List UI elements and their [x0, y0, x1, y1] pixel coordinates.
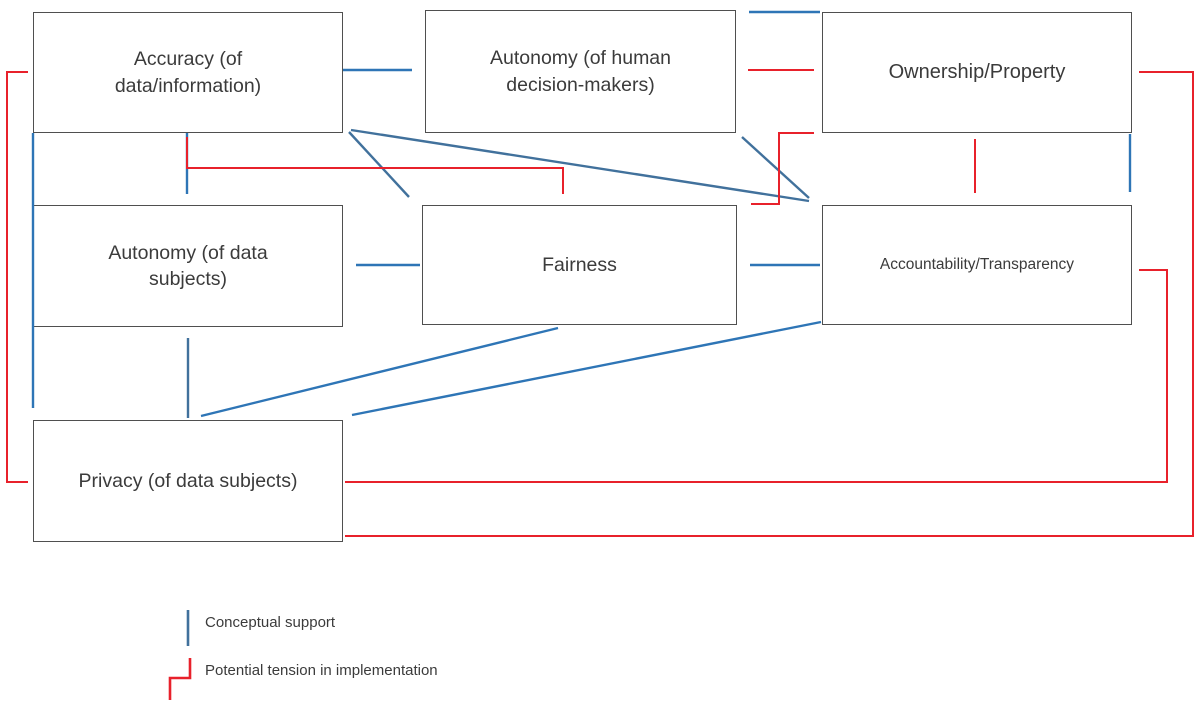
node-autonomy-human: Autonomy (of human decision-makers) — [425, 10, 736, 133]
arrow-support-accuracy-accountability-bidirectional — [350, 128, 810, 203]
node-autonomy-data: Autonomy (of data subjects) — [33, 205, 343, 327]
node-accuracy: Accuracy (of data/information) — [33, 12, 343, 133]
arrow-tension-accountability-privacy — [345, 269, 1168, 483]
node-privacy: Privacy (of data subjects) — [33, 420, 343, 542]
arrow-tension-accuracy-fairness — [186, 137, 564, 194]
node-fairness: Fairness — [422, 205, 737, 325]
node-autonomy-data-label: Autonomy (of data subjects) — [108, 241, 268, 290]
legend-label-conceptual-support: Conceptual support — [205, 614, 336, 631]
arrow-support-accountability-to-privacy — [351, 320, 822, 417]
arrow-support-accuracy-fairness-bidirectional — [348, 131, 410, 198]
arrow-tension-ownership-fairness — [751, 132, 814, 205]
node-fairness-label: Fairness — [542, 253, 617, 276]
arrow-support-autonomy-human-accountability-bidirectional — [741, 136, 810, 199]
arrow-support-fairness-privacy-bidirectional — [200, 326, 559, 418]
node-accuracy-label: Accuracy (of data/information) — [114, 48, 262, 97]
arrow-tension-ownership-privacy — [345, 71, 1194, 537]
node-privacy-label: Privacy (of data subjects) — [78, 469, 298, 492]
legend-label-potential-tension: Potential tension in implementation — [205, 662, 438, 679]
node-accountability-label: Accountability/Transparency — [879, 255, 1075, 273]
arrow-tension-accuracy-privacy — [6, 71, 28, 483]
tension-arrow-icon — [168, 658, 192, 700]
node-autonomy-human-label: Autonomy (of human decision-makers) — [489, 47, 671, 96]
node-ownership: Ownership/Property — [822, 12, 1132, 133]
node-accountability: Accountability/Transparency — [822, 205, 1132, 325]
node-ownership-label: Ownership/Property — [888, 61, 1066, 83]
